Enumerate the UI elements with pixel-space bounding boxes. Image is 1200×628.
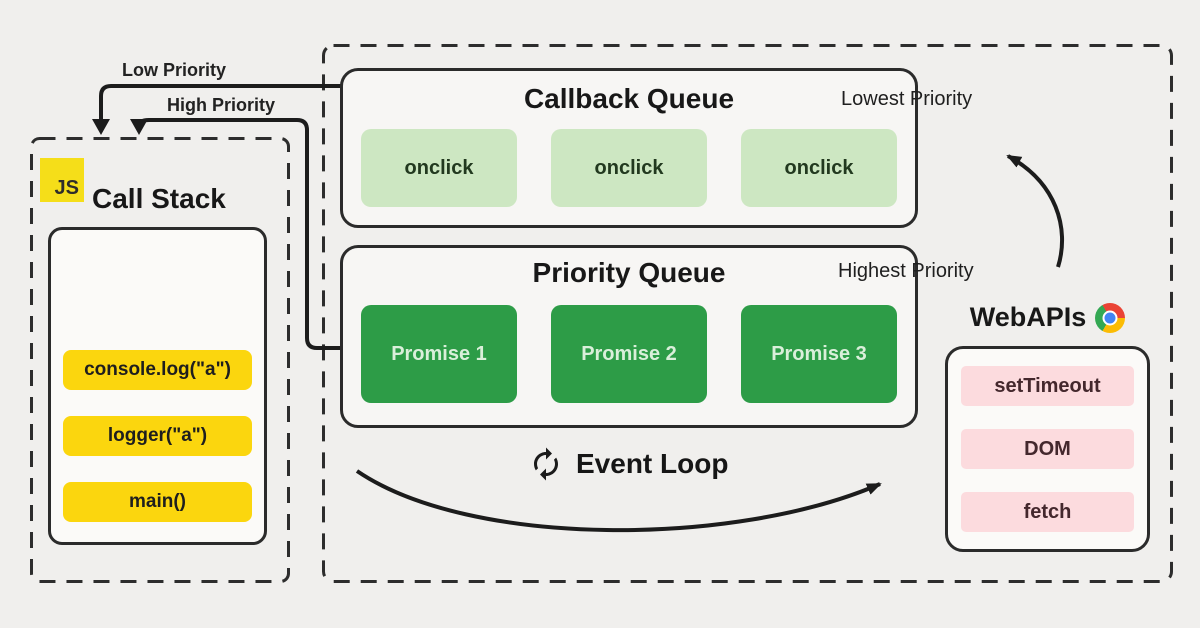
call-stack-box: console.log("a") logger("a") main() — [48, 227, 267, 545]
webapi-item: DOM — [961, 429, 1134, 469]
event-loop-arrow — [355, 469, 882, 533]
priority-queue-title: Priority Queue — [532, 257, 726, 288]
low-priority-arrowhead — [92, 119, 110, 135]
promise-item: Promise 3 — [741, 305, 897, 403]
priority-queue-items: Promise 1 Promise 2 Promise 3 — [361, 305, 897, 403]
js-logo: JS — [40, 158, 84, 202]
call-stack-item: logger("a") — [63, 416, 252, 456]
callback-queue-box: Callback Queue onclick onclick onclick — [340, 68, 918, 228]
call-stack-item: console.log("a") — [63, 350, 252, 390]
call-stack-dashed-border — [30, 137, 290, 583]
webapis-box: setTimeout DOM fetch — [945, 346, 1150, 552]
high-priority-arrowhead — [130, 119, 148, 135]
call-stack-item: main() — [63, 482, 252, 522]
lowest-priority-label: Lowest Priority — [841, 88, 973, 110]
event-loop-group: Event Loop — [528, 446, 728, 482]
webapis-to-callback-arrow — [1006, 154, 1064, 268]
js-logo-text: JS — [54, 177, 79, 199]
chrome-icon — [1095, 302, 1126, 333]
callback-item: onclick — [741, 129, 897, 207]
call-stack-title: Call Stack — [92, 183, 226, 214]
high-priority-label: High Priority — [167, 95, 276, 115]
webapis-title: WebAPIs — [969, 302, 1087, 332]
callback-item: onclick — [551, 129, 707, 207]
runtime-dashed-border — [322, 44, 1173, 583]
webapi-item: fetch — [961, 492, 1134, 532]
priority-queue-box: Priority Queue Promise 1 Promise 2 Promi… — [340, 245, 918, 428]
highest-priority-label: Highest Priority — [838, 260, 974, 282]
promise-item: Promise 2 — [551, 305, 707, 403]
callback-item: onclick — [361, 129, 517, 207]
promise-item: Promise 1 — [361, 305, 517, 403]
event-loop-label: Event Loop — [576, 448, 729, 479]
cycle-arrows-icon — [534, 447, 558, 481]
callback-queue-items: onclick onclick onclick — [361, 129, 897, 207]
low-priority-label: Low Priority — [122, 60, 227, 80]
low-priority-arrow-line — [99, 84, 341, 119]
callback-queue-title: Callback Queue — [523, 83, 735, 114]
webapi-item: setTimeout — [961, 366, 1134, 406]
webapis-header: WebAPIs — [945, 302, 1150, 333]
